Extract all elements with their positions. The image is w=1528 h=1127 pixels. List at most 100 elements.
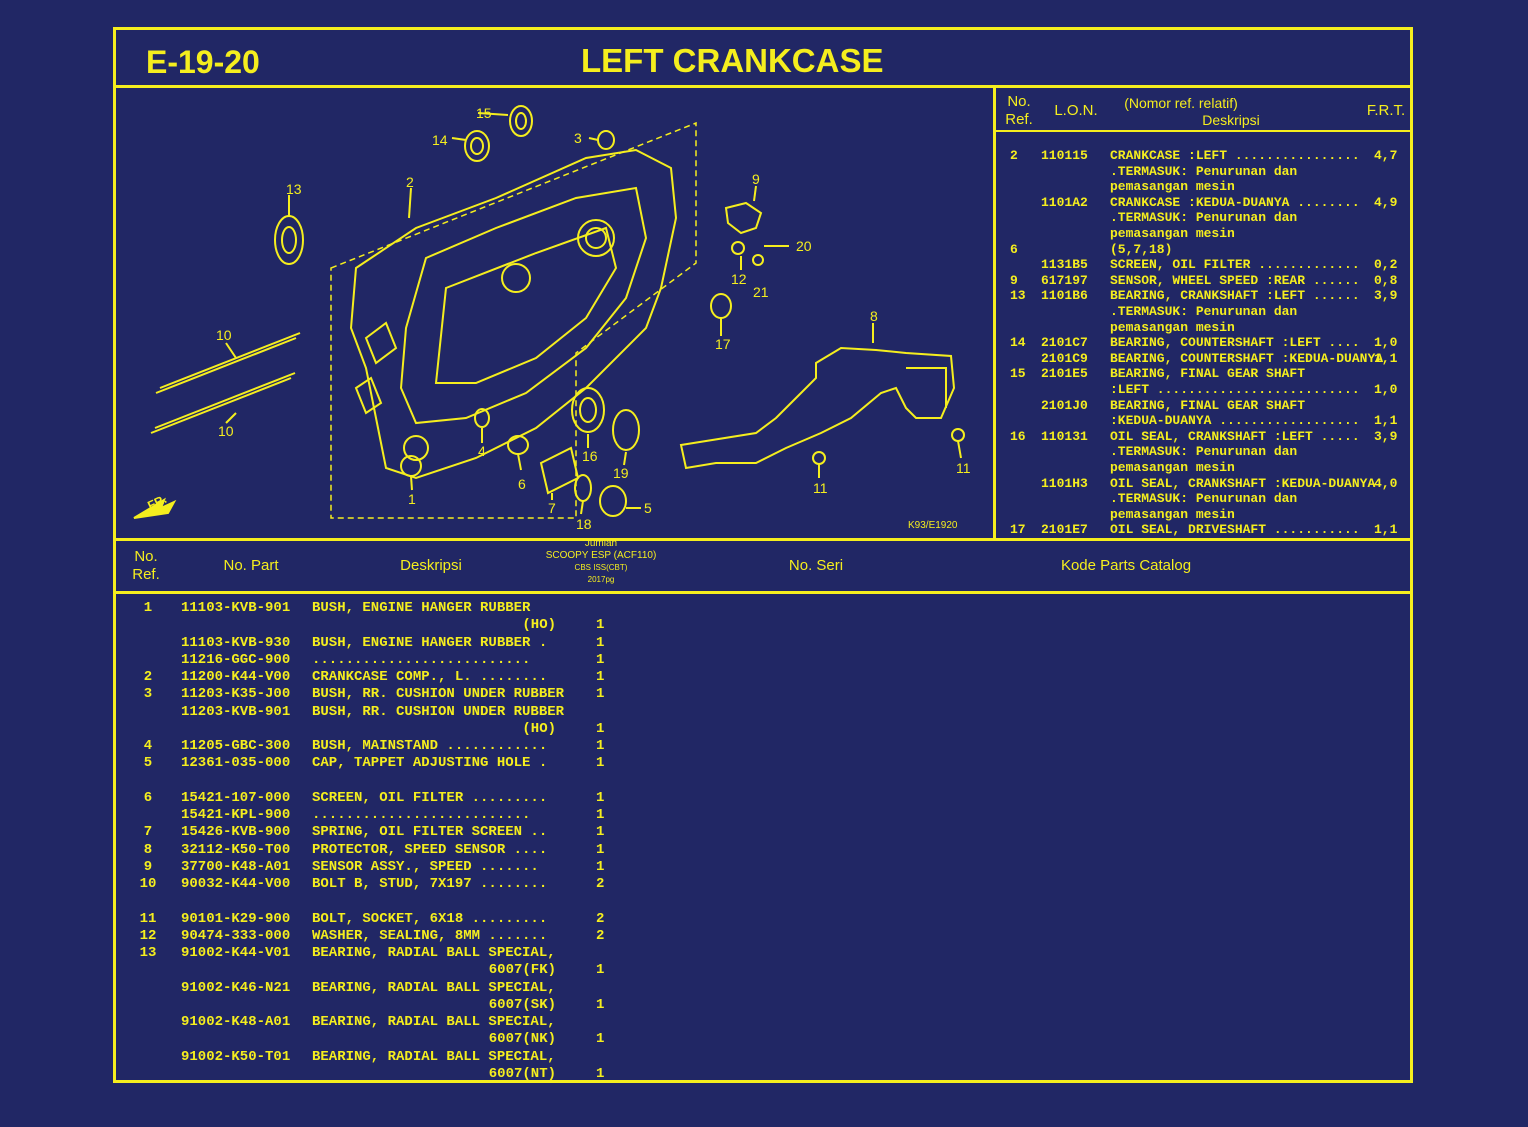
frt-value: 1,0 bbox=[1374, 335, 1398, 351]
frt-row: .TERMASUK: Penurunan dan bbox=[996, 491, 1411, 507]
frt-desc: BEARING, COUNTERSHAFT :KEDUA-DUANYA bbox=[1110, 350, 1384, 366]
frt-lon: 2101E5 bbox=[1041, 366, 1088, 382]
image-code: K93/E1920 bbox=[908, 520, 958, 531]
frt-row: :LEFT ..........................1,0 bbox=[996, 382, 1411, 398]
frt-row: pemasangan mesin bbox=[996, 507, 1411, 523]
part-description: BOLT B, STUD, 7X197 ........ bbox=[312, 876, 548, 892]
part-ref: 13 bbox=[139, 945, 157, 961]
part-number: 90032-K44-V00 bbox=[181, 876, 291, 892]
part-number: 11103-KVB-901 bbox=[181, 600, 291, 616]
parts-ref-header: No. Ref. bbox=[132, 548, 160, 583]
parts-row: 10 90032-K44-V00 BOLT B, STUD, 7X197 .....… bbox=[116, 876, 1416, 893]
part-number: 11216-GGC-900 bbox=[181, 651, 291, 668]
frt-ref: 16 bbox=[1010, 428, 1026, 444]
callout-8: 8 bbox=[870, 308, 878, 324]
frt-row: 6(5,7,18) bbox=[996, 242, 1411, 258]
frt-ref: 2 bbox=[1010, 148, 1018, 163]
frt-lon: 2101C9 bbox=[1041, 350, 1088, 366]
parts-row: (HO)1 bbox=[116, 721, 1416, 738]
parts-row: 6007(NT)1 bbox=[116, 1066, 1416, 1083]
frt-desc: .TERMASUK: Penurunan dan bbox=[1110, 491, 1298, 507]
part-description: BUSH, ENGINE HANGER RUBBER bbox=[312, 600, 531, 616]
part-ref: 1 bbox=[143, 600, 153, 616]
part-ref: 3 bbox=[143, 686, 153, 703]
frt-header-line bbox=[996, 130, 1410, 132]
part-quantity: 1 bbox=[596, 634, 605, 651]
part-quantity: 1 bbox=[596, 686, 605, 703]
part-description: .......................... bbox=[312, 807, 531, 823]
part-quantity: 1 bbox=[596, 841, 605, 858]
part-quantity: 1 bbox=[596, 789, 605, 806]
diagram-bottom-line bbox=[116, 538, 1410, 541]
title-divider bbox=[116, 85, 1410, 88]
part-number: 11203-K35-J00 bbox=[181, 686, 291, 703]
frt-value: 1,1 bbox=[1374, 350, 1398, 366]
callout-3: 3 bbox=[574, 130, 582, 146]
frt-desc: CRANKCASE :LEFT ................ bbox=[1110, 148, 1360, 163]
part-description: BEARING, RADIAL BALL SPECIAL, bbox=[312, 945, 556, 961]
part-ref: 9 bbox=[143, 858, 153, 875]
frt-desc: pemasangan mesin bbox=[1110, 179, 1235, 195]
part-ref: 2 bbox=[143, 669, 153, 685]
parts-row: (HO)1 bbox=[116, 617, 1416, 634]
part-quantity: 1 bbox=[596, 824, 605, 841]
part-quantity: 1 bbox=[596, 738, 605, 754]
frt-lon: 2101C7 bbox=[1041, 335, 1088, 351]
frt-desc: pemasangan mesin bbox=[1110, 226, 1235, 241]
callout-11a: 11 bbox=[956, 460, 971, 476]
parts-row: 6007(SK)1 bbox=[116, 997, 1416, 1014]
part-ref: 11 bbox=[139, 910, 157, 927]
callout-7: 7 bbox=[548, 500, 556, 516]
frt-lon: 2101J0 bbox=[1041, 397, 1088, 413]
part-ref: 4 bbox=[143, 738, 153, 754]
part-number: 15421-KPL-900 bbox=[181, 807, 291, 823]
parts-row: 11216-GGC-900..........................1 bbox=[116, 652, 1416, 669]
parts-header-line bbox=[116, 591, 1410, 594]
frt-desc-header: Deskripsi bbox=[1202, 112, 1260, 128]
frt-row: .TERMASUK: Penurunan dan bbox=[996, 210, 1411, 226]
part-description: CAP, TAPPET ADJUSTING HOLE . bbox=[312, 755, 548, 772]
part-description: SENSOR ASSY., SPEED ....... bbox=[312, 858, 539, 875]
callout-21: 21 bbox=[753, 284, 769, 300]
frt-lon: 1101B6 bbox=[1041, 288, 1088, 304]
frt-row: pemasangan mesin bbox=[996, 320, 1411, 336]
frt-desc: (5,7,18) bbox=[1110, 241, 1173, 257]
frt-ref: 17 bbox=[1010, 522, 1026, 538]
part-quantity: 1 bbox=[596, 807, 605, 823]
part-quantity: 1 bbox=[596, 858, 605, 875]
section-code: E-19-20 bbox=[146, 44, 260, 80]
parts-jumlah-header: Jumlah SCOOPY ESP (ACF110) CBS ISS(CBT) … bbox=[536, 538, 666, 586]
callout-16: 16 bbox=[582, 448, 598, 464]
part-description: PROTECTOR, SPEED SENSOR .... bbox=[312, 841, 548, 858]
frt-value: 0,2 bbox=[1374, 257, 1398, 273]
frt-value: 1,1 bbox=[1374, 413, 1398, 429]
part-description: 6007(SK) bbox=[488, 996, 556, 1013]
frt-nomor-header: (Nomor ref. relatif) bbox=[1124, 95, 1238, 111]
frt-row: .TERMASUK: Penurunan dan bbox=[996, 164, 1411, 180]
frt-value: 3,9 bbox=[1374, 288, 1398, 304]
part-quantity: 1 bbox=[596, 669, 605, 685]
frt-row: :KEDUA-DUANYA .................. 1,1 bbox=[996, 413, 1411, 429]
frt-lon: 110131 bbox=[1041, 428, 1088, 444]
parts-row bbox=[116, 773, 1416, 790]
part-quantity: 2 bbox=[596, 927, 605, 944]
callout-17: 17 bbox=[715, 336, 731, 352]
frt-ref: 14 bbox=[1010, 335, 1026, 351]
part-ref: 10 bbox=[139, 876, 157, 892]
frt-desc: OIL SEAL, CRANKSHAFT :KEDUA-DUANYA bbox=[1110, 475, 1376, 491]
frt-desc: :KEDUA-DUANYA .................. bbox=[1110, 413, 1360, 429]
part-quantity: 1 bbox=[596, 1031, 605, 1048]
frt-desc: BEARING, FINAL GEAR SHAFT bbox=[1110, 397, 1306, 413]
callout-10b: 10 bbox=[218, 423, 234, 439]
frt-desc: .TERMASUK: Penurunan dan bbox=[1110, 304, 1298, 319]
parts-no-header: No. Part bbox=[223, 557, 279, 574]
year-label: 2017pg bbox=[587, 575, 615, 584]
frt-ref: 13 bbox=[1010, 288, 1026, 304]
